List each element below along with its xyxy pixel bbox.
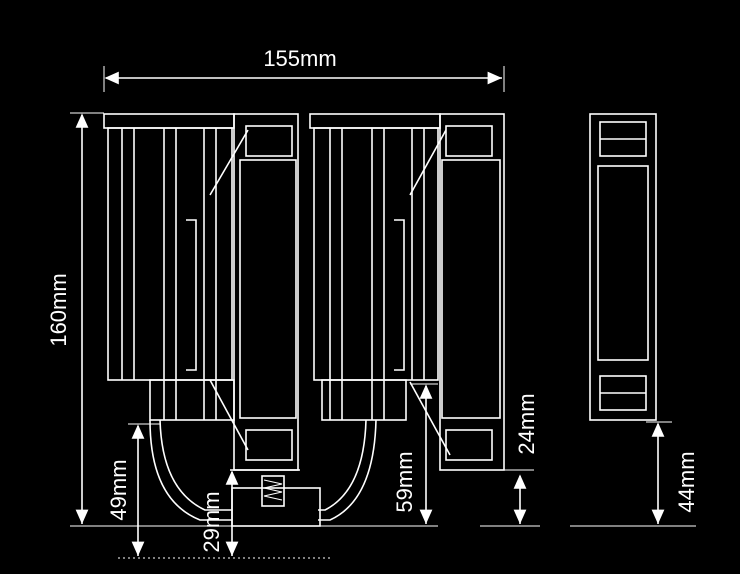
height-dimension: 160mm (46, 112, 104, 524)
right-heatsink-tower (309, 113, 441, 421)
fan-offset-label: 24mm (514, 393, 539, 454)
side-view-fan (589, 113, 657, 421)
left-heatsink-tower (103, 113, 235, 421)
side-clearance-label: 44mm (674, 451, 699, 512)
height-label: 160mm (46, 273, 71, 346)
right-clearance-dimension: 59mm (392, 383, 438, 524)
cold-plate-base (230, 469, 321, 527)
width-label: 155mm (263, 46, 336, 71)
base-height-label: 29mm (199, 491, 224, 552)
fan-offset-dimension: 24mm (504, 393, 539, 524)
left-clearance-label: 49mm (106, 459, 131, 520)
base-height-dimension: 29mm (118, 470, 330, 559)
left-clearance-dimension: 49mm (106, 423, 160, 556)
width-dimension: 155mm (103, 46, 505, 92)
right-clearance-label: 59mm (392, 451, 417, 512)
side-clearance-dimension: 44mm (646, 421, 699, 524)
heatpipes (149, 419, 377, 521)
left-fan (209, 113, 299, 471)
